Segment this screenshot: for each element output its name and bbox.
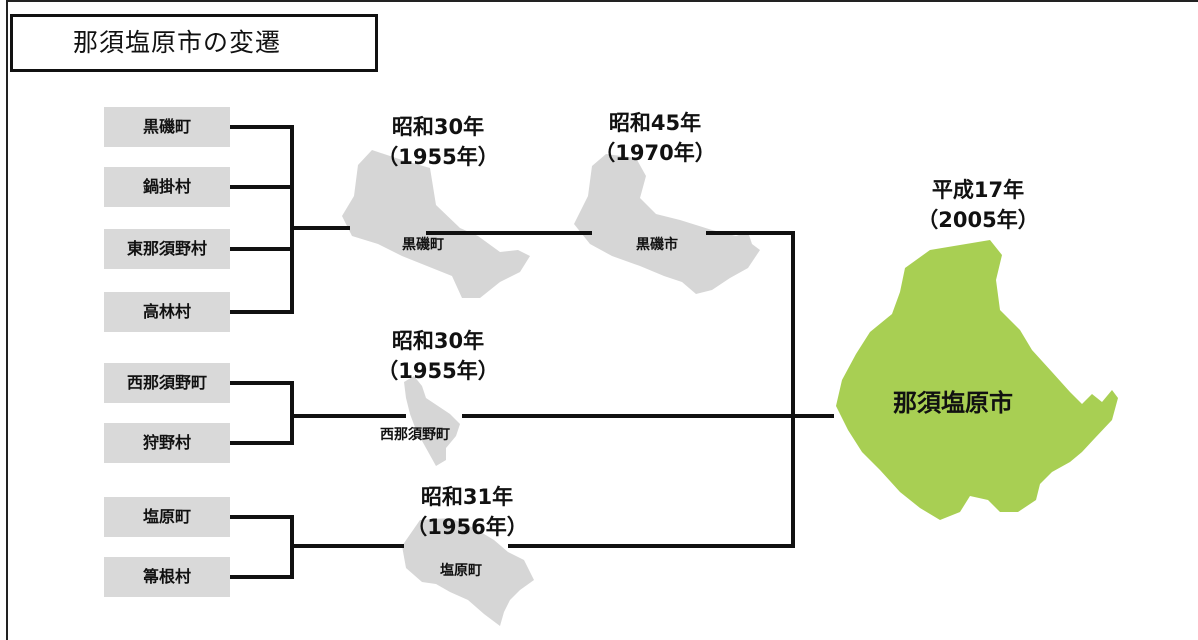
nasushiobara-city-map (836, 240, 1118, 520)
source-nishinasuno-town: 西那須野町 (104, 363, 230, 403)
nishinasuno-town-map (404, 376, 460, 466)
era-year: 昭和30年 (391, 329, 485, 353)
era-label-nishinasuno-town: 昭和30年 （1955年） (368, 326, 508, 386)
map-label-nasushiobara-city: 那須塩原市 (893, 389, 1013, 417)
title-box: 那須塩原市の変遷 (10, 14, 378, 72)
map-label-shiobara-town: 塩原町 (440, 563, 482, 579)
era-label-nasushiobara-city: 平成17年 （2005年） (898, 175, 1058, 235)
source-takabayashi-village: 高林村 (104, 292, 230, 332)
map-label-kurobiso-city: 黒磯市 (636, 237, 678, 253)
era-year: 昭和30年 (391, 115, 485, 139)
era-western-year: （1955年） (377, 145, 499, 169)
connector-lines (230, 125, 834, 579)
era-western-year: （2005年） (917, 208, 1039, 232)
diagram-frame (6, 0, 1198, 640)
era-label-shiobara-town: 昭和31年 （1956年） (397, 482, 537, 542)
map-label-kurobiso-town: 黒磯町 (402, 237, 444, 253)
map-label-nishinasuno-town: 西那須野町 (380, 427, 450, 443)
kurobiso-town-map (342, 150, 530, 298)
era-year: 昭和31年 (420, 485, 514, 509)
era-label-kurobiso-city: 昭和45年 （1970年） (585, 108, 725, 168)
source-nabekake-village: 鍋掛村 (104, 167, 230, 207)
source-higashinasuno-village: 東那須野村 (104, 229, 230, 269)
kurobiso-city-map (574, 154, 760, 294)
source-karino-village: 狩野村 (104, 423, 230, 463)
source-hakone-village: 箒根村 (104, 557, 230, 597)
era-year: 平成17年 (931, 178, 1025, 202)
shiobara-town-map (402, 518, 534, 626)
era-western-year: （1956年） (406, 515, 528, 539)
era-western-year: （1955年） (377, 359, 499, 383)
era-year: 昭和45年 (608, 111, 702, 135)
era-label-kurobiso-town: 昭和30年 （1955年） (368, 112, 508, 172)
diagram-title: 那須塩原市の変遷 (73, 28, 282, 57)
source-kurobiso-town: 黒磯町 (104, 107, 230, 147)
era-western-year: （1970年） (594, 141, 716, 165)
source-shiobara-town: 塩原町 (104, 497, 230, 537)
